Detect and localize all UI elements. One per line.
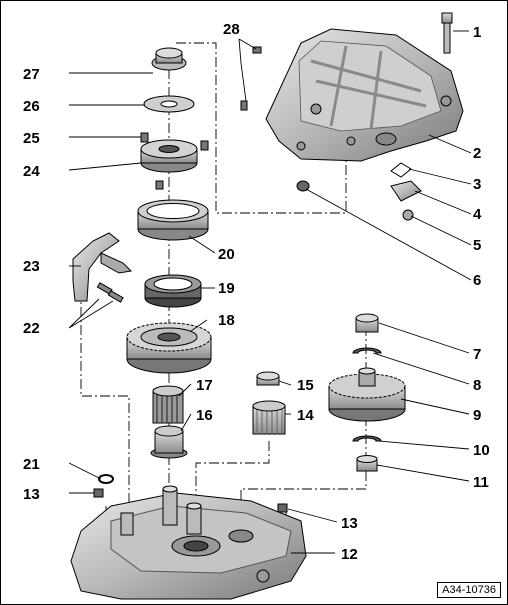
bushing xyxy=(150,425,188,459)
bracket xyxy=(390,162,422,221)
callout-9: 9 xyxy=(473,407,481,424)
callout-7: 7 xyxy=(473,346,481,363)
o-ring xyxy=(98,474,114,484)
callout-16: 16 xyxy=(196,407,213,424)
callout-1: 1 xyxy=(473,24,481,41)
dowel-pins xyxy=(240,46,262,111)
callout-18: 18 xyxy=(218,312,235,329)
gearbox-housing xyxy=(70,485,307,600)
synchro-hub xyxy=(140,132,209,190)
callout-8: 8 xyxy=(473,377,481,394)
callout-3: 3 xyxy=(473,176,481,193)
callout-4: 4 xyxy=(473,206,482,223)
figure-reference-label: A34-10736 xyxy=(437,582,501,598)
small-nut xyxy=(256,371,280,386)
callout-5: 5 xyxy=(473,237,481,254)
callout-23: 23 xyxy=(23,258,40,275)
callout-22: 22 xyxy=(23,320,40,337)
callout-17: 17 xyxy=(196,377,213,394)
selector-fork xyxy=(72,232,133,302)
callout-25: 25 xyxy=(23,130,40,147)
callout-21: 21 xyxy=(23,456,40,473)
callout-27: 27 xyxy=(23,66,40,83)
circlip-upper xyxy=(352,347,382,354)
bearing-race xyxy=(355,313,379,333)
pin-right xyxy=(277,503,288,513)
roll-pins xyxy=(96,282,124,303)
callout-2: 2 xyxy=(473,145,481,162)
gear-large xyxy=(126,322,212,374)
washer xyxy=(143,95,195,113)
pin-left xyxy=(93,488,104,498)
gear-small xyxy=(252,400,286,435)
gearbox-cover xyxy=(265,28,464,162)
nut xyxy=(151,47,187,71)
callout-26: 26 xyxy=(23,98,40,115)
callout-24: 24 xyxy=(23,163,40,180)
callout-labels: 1 2 3 4 5 6 28 27 26 25 24 20 23 19 22 1… xyxy=(23,21,490,563)
gear-output xyxy=(328,367,406,422)
callout-20: 20 xyxy=(218,246,235,263)
callout-11: 11 xyxy=(473,474,489,491)
circlip-lower xyxy=(352,435,382,442)
needle-bearing-large xyxy=(152,385,184,424)
synchro-ring xyxy=(144,274,202,308)
callout-15: 15 xyxy=(297,377,314,394)
bolt xyxy=(441,12,453,54)
leader-lines xyxy=(68,30,472,554)
callout-19: 19 xyxy=(218,280,235,297)
callout-10: 10 xyxy=(473,442,490,459)
callout-13-right: 13 xyxy=(341,515,358,532)
callout-6: 6 xyxy=(473,272,481,289)
callout-13-left: 13 xyxy=(23,486,40,503)
callout-12: 12 xyxy=(341,546,358,563)
sliding-sleeve xyxy=(137,199,209,241)
callout-28: 28 xyxy=(223,21,240,38)
callout-14: 14 xyxy=(297,407,314,424)
needle-bearing-small xyxy=(356,455,378,472)
plug xyxy=(296,180,310,192)
